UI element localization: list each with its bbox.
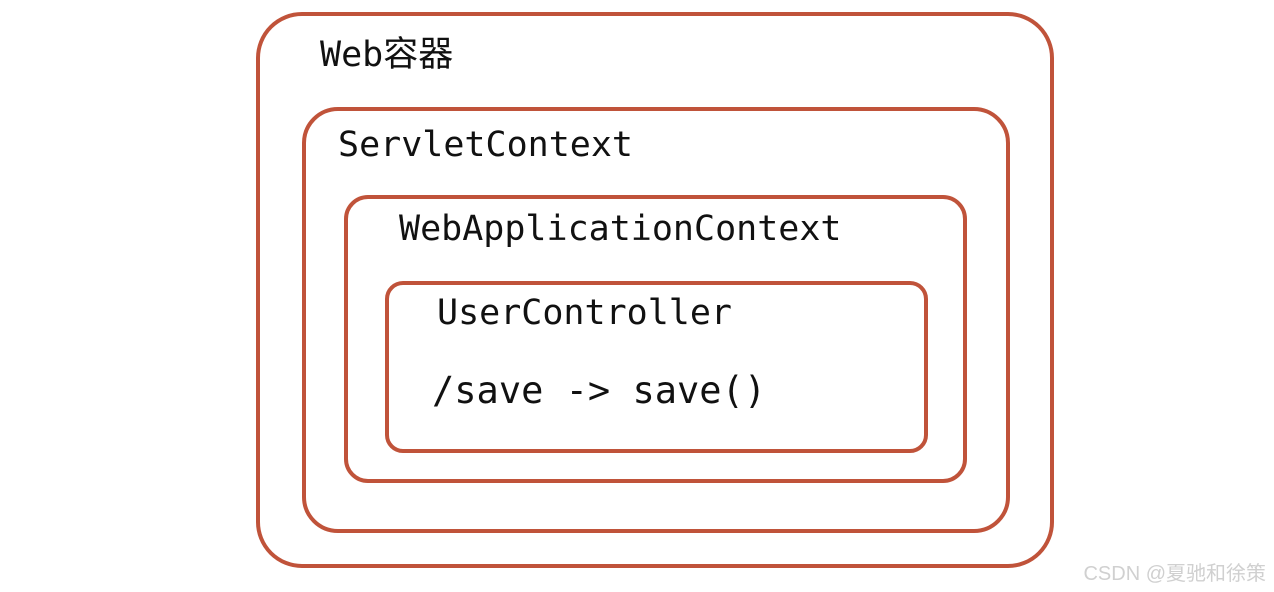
user-controller-box [385,281,928,453]
csdn-watermark: CSDN @夏驰和徐策 [1083,563,1266,585]
save-mapping-text: /save -> save() [432,369,767,412]
servlet-context-label: ServletContext [338,125,634,165]
servlet-context-box [302,107,1010,533]
web-container-box [256,12,1054,568]
web-container-label: Web容器 [320,35,454,75]
web-application-context-label: WebApplicationContext [399,209,842,249]
web-application-context-box [344,195,967,483]
user-controller-label: UserController [437,293,733,333]
